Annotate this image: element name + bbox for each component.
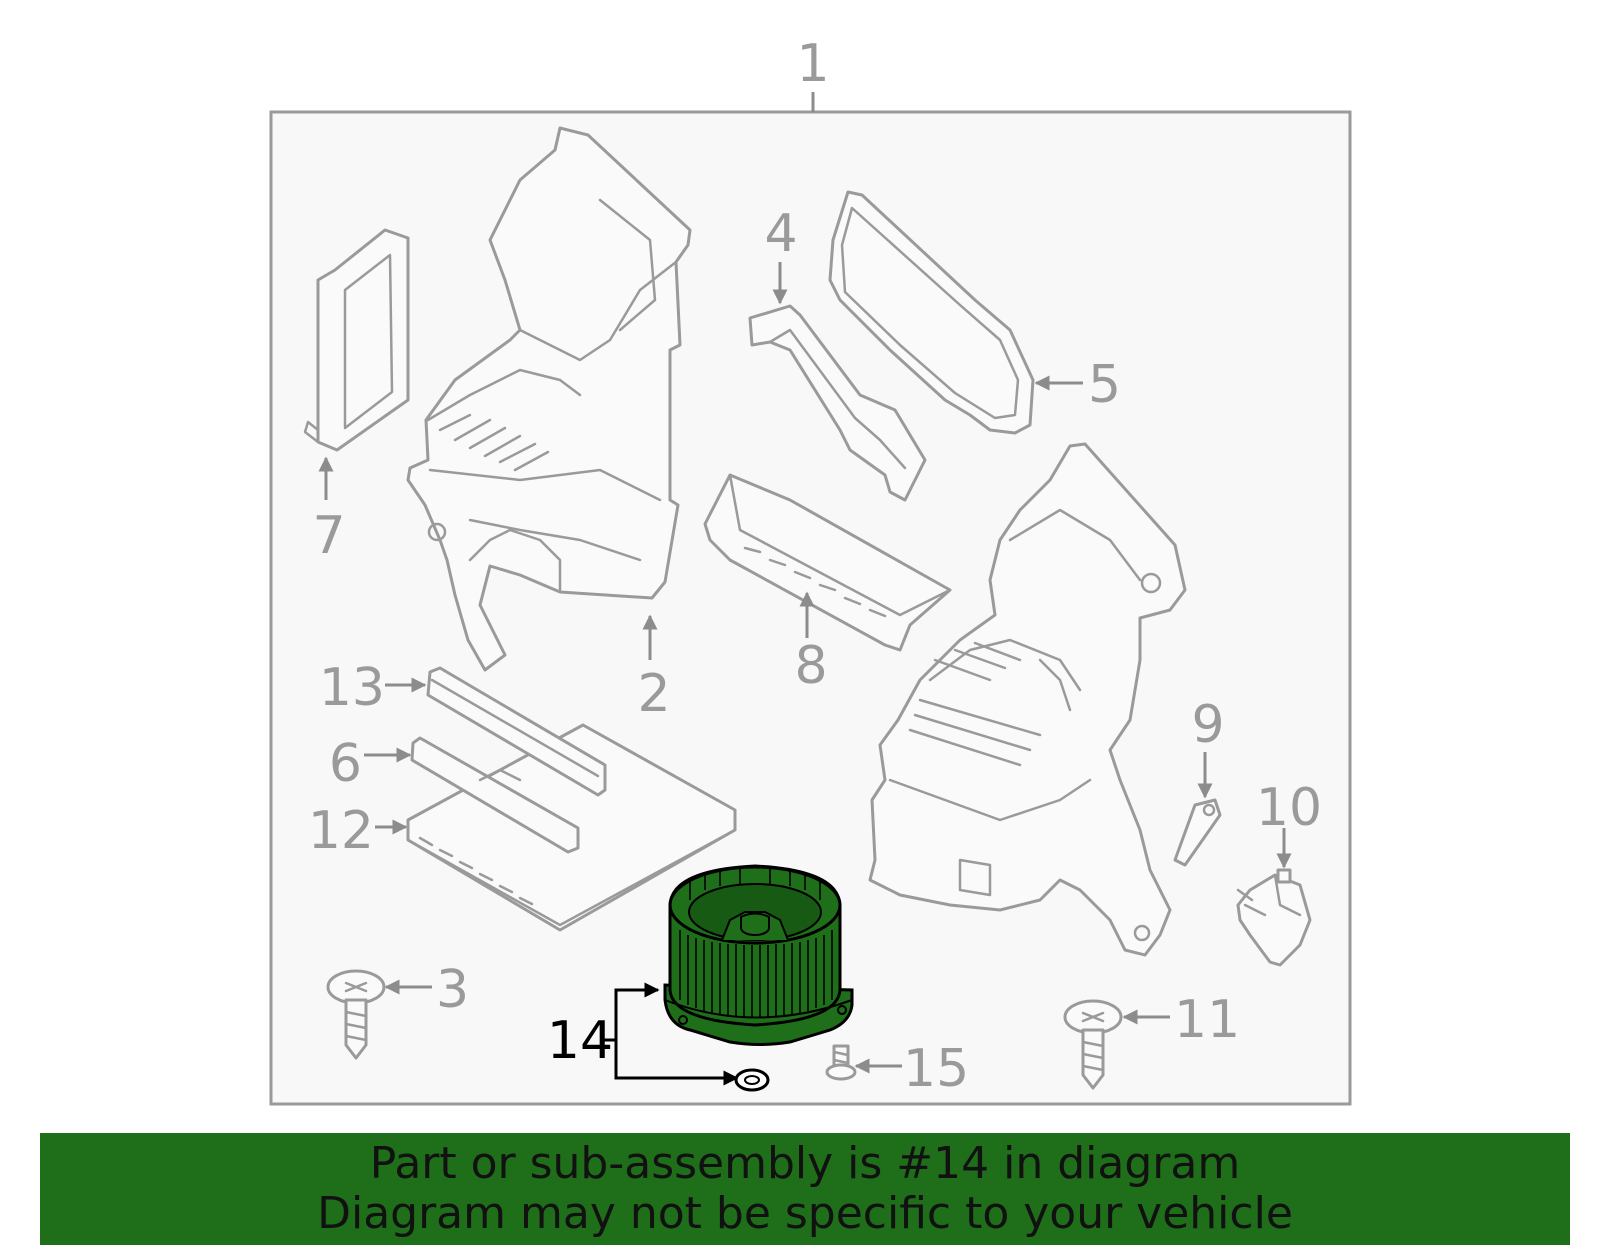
callout-14: 14 — [547, 1011, 613, 1071]
callout-1: 1 — [796, 34, 829, 94]
callout-8: 8 — [794, 636, 827, 696]
part-14-blower-motor — [663, 864, 854, 1046]
callout-2: 2 — [637, 664, 670, 724]
part-8-filter-tray — [703, 473, 952, 652]
callout-10: 10 — [1256, 778, 1322, 838]
part-5-gasket — [828, 190, 1035, 435]
part-2-heater-case — [406, 126, 692, 672]
callout-6: 6 — [329, 734, 362, 794]
banner-line-part-number: Part or sub-assembly is #14 in diagram — [369, 1138, 1241, 1189]
callout-3: 3 — [436, 960, 469, 1020]
info-banner: Part or sub-assembly is #14 in diagram D… — [40, 1133, 1570, 1245]
part-9-lever — [1173, 798, 1222, 867]
part-11-screw — [1063, 999, 1123, 1090]
part-15-bolt — [825, 1044, 857, 1081]
callout-13: 13 — [319, 658, 385, 718]
callout-7: 7 — [312, 506, 345, 566]
part-blower-housing — [868, 442, 1187, 957]
callout-11: 11 — [1174, 990, 1240, 1050]
callout-4: 4 — [764, 204, 797, 264]
callout-5: 5 — [1088, 355, 1121, 415]
banner-line-disclaimer: Diagram may not be specific to your vehi… — [317, 1188, 1293, 1239]
part-10-actuator — [1236, 868, 1312, 967]
part-3-screw — [326, 969, 386, 1060]
part-14-washer — [734, 1068, 770, 1092]
callout-15: 15 — [903, 1039, 969, 1099]
part-4-duct — [748, 304, 927, 502]
part-7-filter-frame — [303, 228, 410, 500]
callout-9: 9 — [1191, 695, 1224, 755]
part-13-seal-strip — [426, 666, 607, 797]
callout-12: 12 — [308, 801, 374, 861]
part-6-seal-strip — [410, 736, 580, 854]
